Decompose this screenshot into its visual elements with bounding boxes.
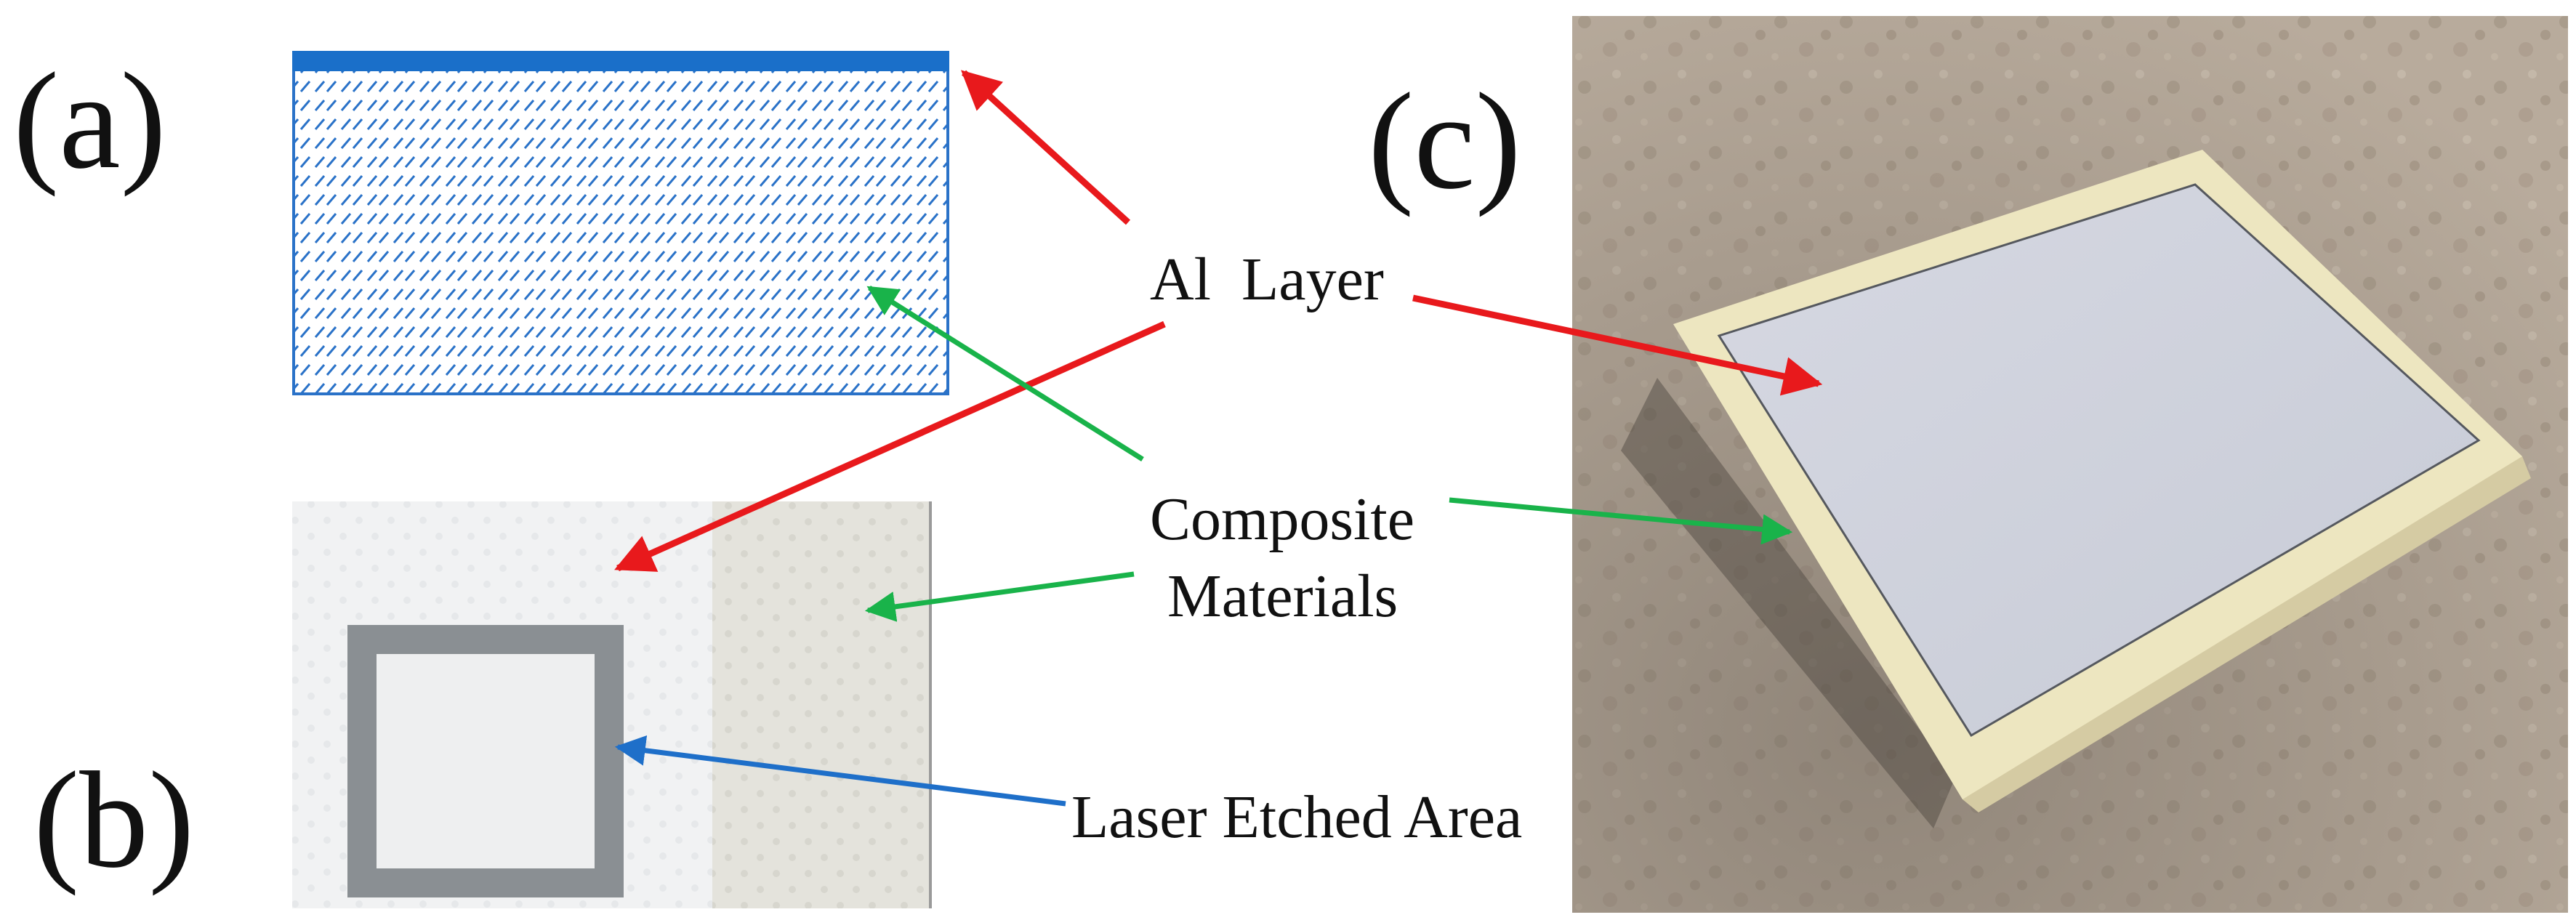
al-layer-strip [292,51,949,71]
arrow-laser-etched [614,735,1066,807]
panel-a-schematic [292,51,949,395]
composite-label-line2: Materials [1167,562,1398,630]
annotation-arrows [614,70,1823,807]
al-layer-surface [1717,183,2481,738]
panel-c-photo [1572,16,2568,913]
panel-label-a: (a) [13,45,166,198]
composite-hatch-block [292,65,949,395]
arrow-al-to-a [961,70,1131,225]
panel-label-c: (c) [1368,65,1521,218]
composite-label-line1: Composite [1150,485,1414,553]
al-layer-label: Al Layer [1150,246,1384,313]
arrow-al-to-b [614,320,1166,572]
board-shadow [1621,378,1955,828]
arrow-composite-to-a [866,286,1144,461]
panel-b-photo [292,501,932,908]
panel-label-b: (b) [33,744,195,897]
arrow-composite-to-c [1449,497,1793,545]
arrow-al-to-c [1412,294,1823,396]
arrow-composite-to-b [864,571,1135,622]
etched-square-frame [347,625,624,897]
laser-etched-label: Laser Etched Area [1071,783,1522,851]
